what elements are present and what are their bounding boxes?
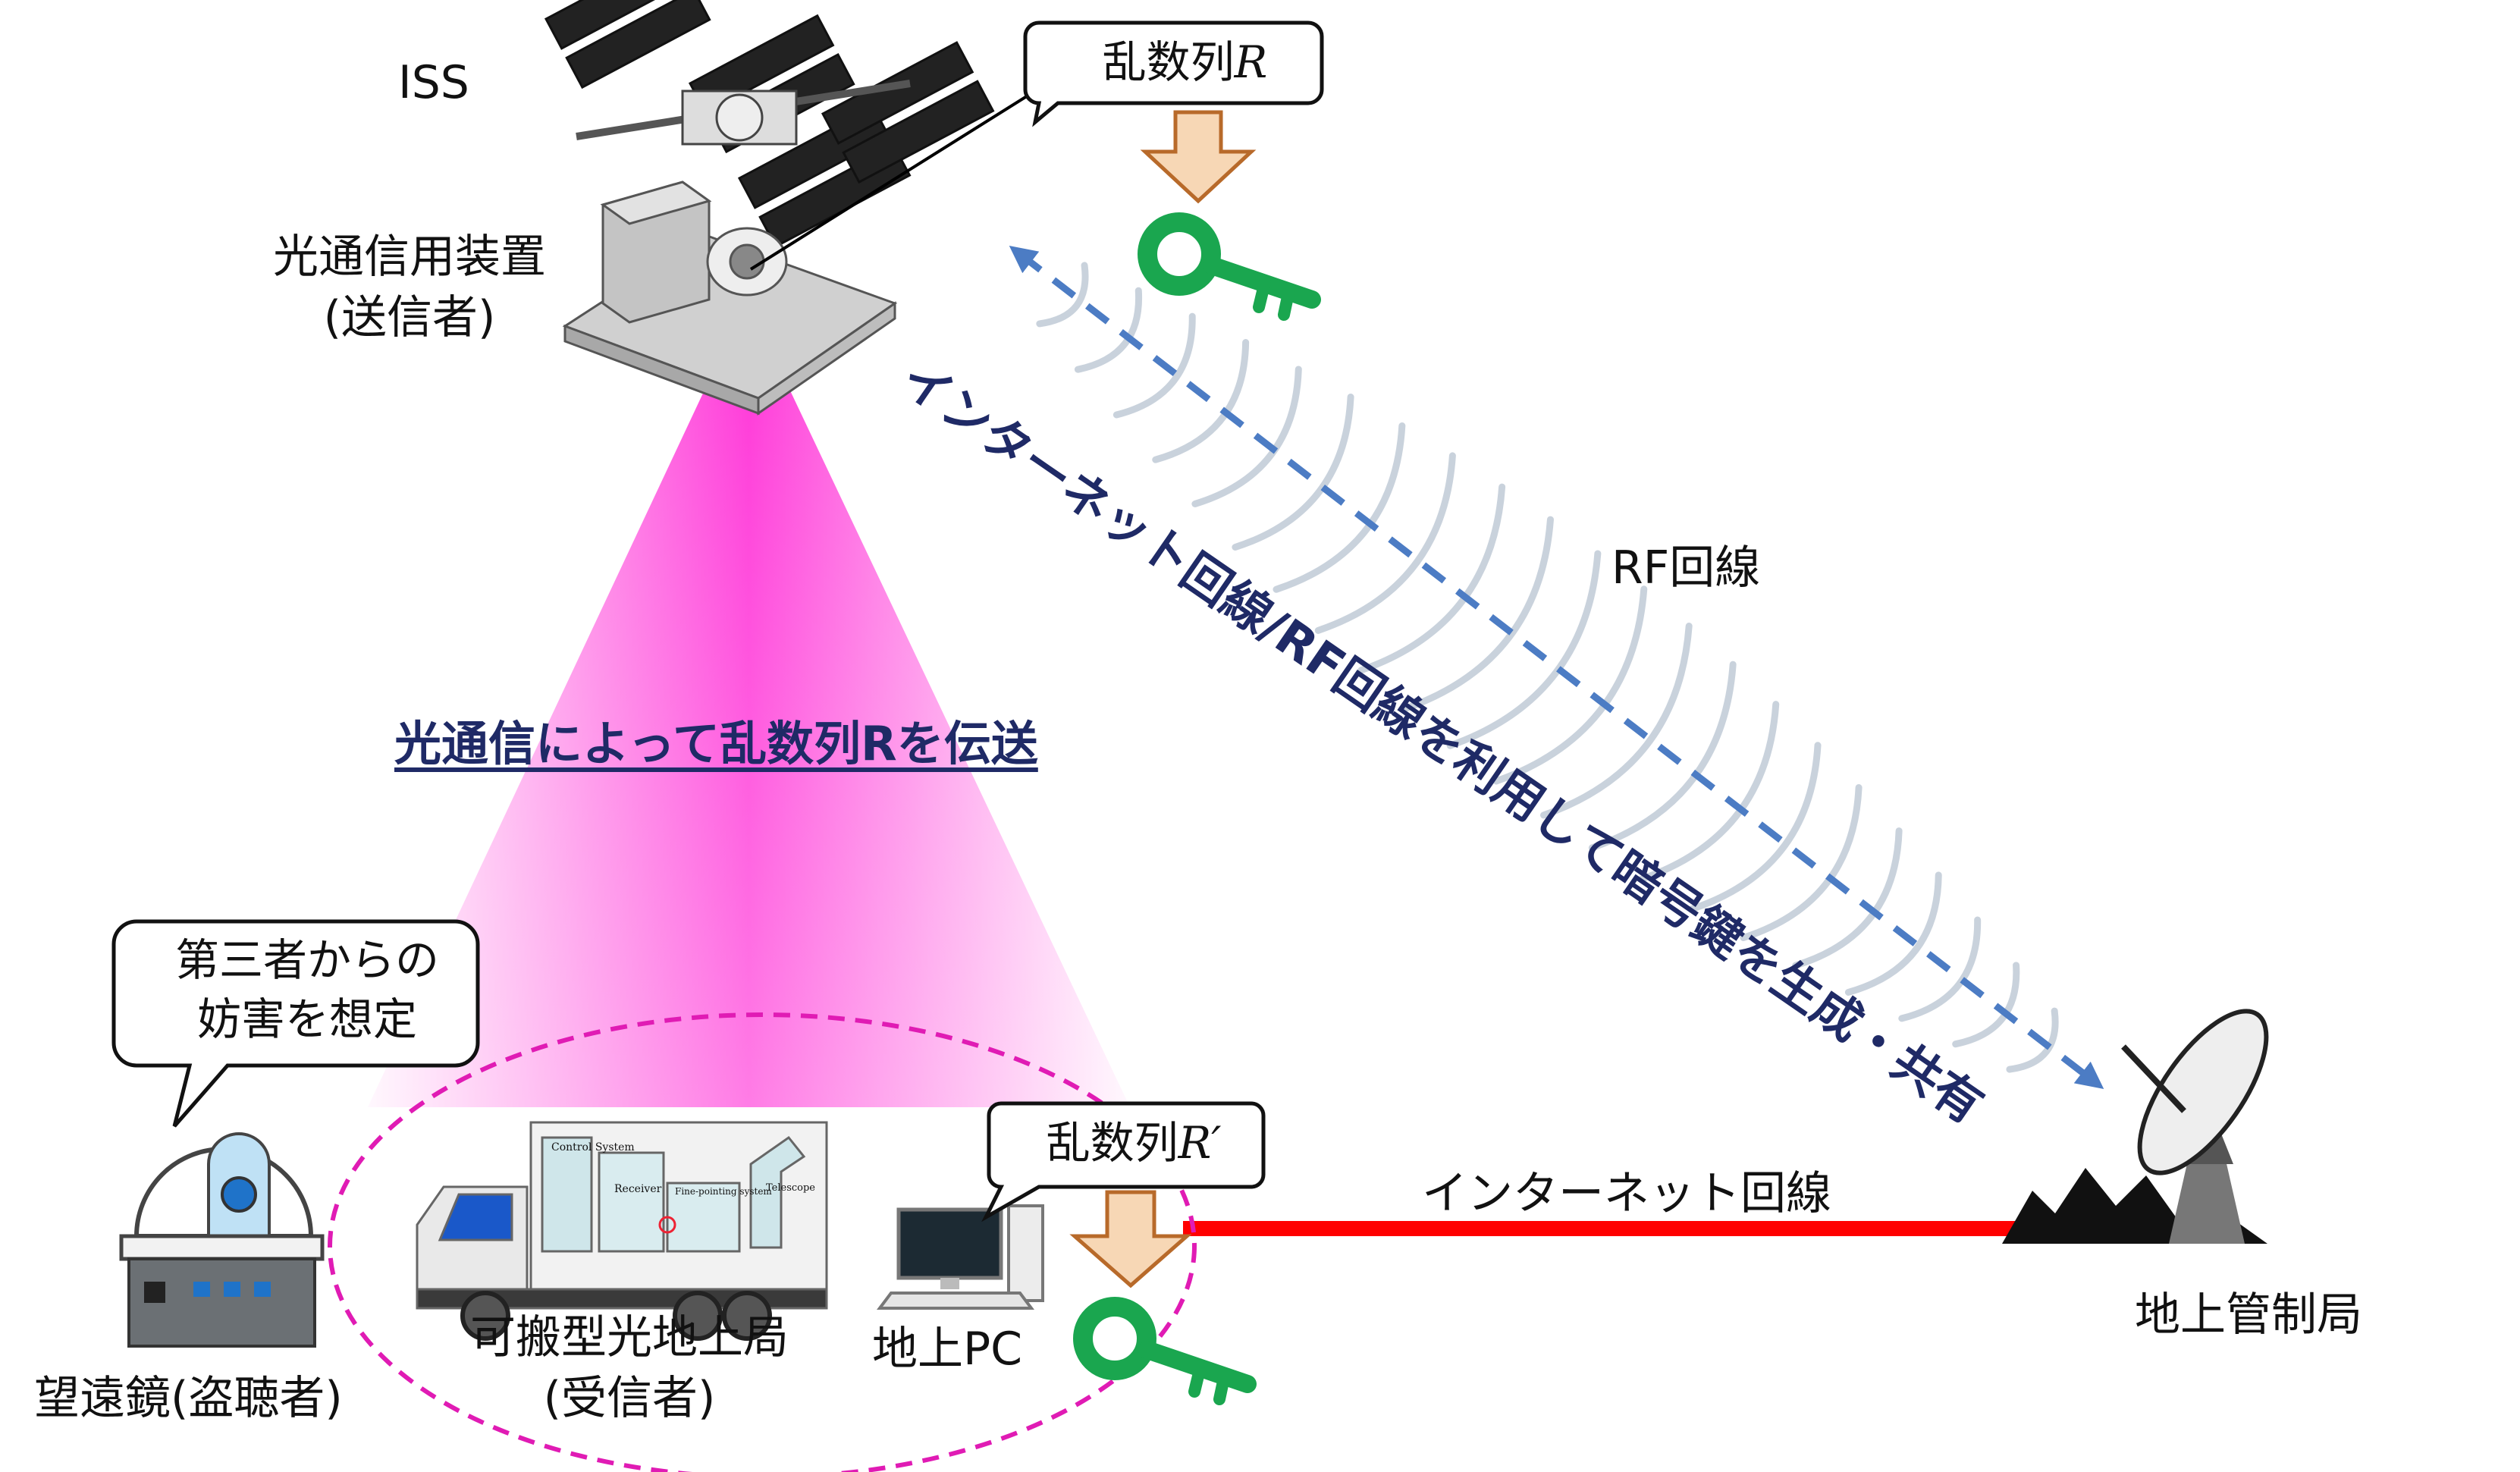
key-icon-top bbox=[1138, 212, 1321, 321]
random-r-text: 乱数列 bbox=[1102, 36, 1235, 88]
third-party-line1: 第三者からの bbox=[174, 934, 439, 986]
ground-control-antenna-icon bbox=[2002, 1009, 2269, 1244]
receiver-area bbox=[328, 1012, 1197, 1472]
truck-control-label: Control System bbox=[551, 1141, 635, 1153]
receiver-label: (受信者) bbox=[543, 1372, 716, 1425]
sender-label: (送信者) bbox=[323, 291, 496, 344]
optical-device-label: 光通信用装置 bbox=[273, 231, 546, 284]
beam-caption: 光通信によって乱数列Rを伝送 bbox=[394, 716, 1038, 771]
down-arrow-top bbox=[1140, 110, 1257, 204]
rf-wave-arc bbox=[1074, 287, 1143, 373]
telescope-label: 望遠鏡(盗聴者) bbox=[34, 1372, 343, 1425]
ground-pc-icon bbox=[877, 1204, 1044, 1310]
rf-wave-arc bbox=[1113, 312, 1196, 419]
telescope-observatory-icon bbox=[119, 1132, 325, 1348]
optical-device-icon bbox=[562, 180, 898, 416]
truck-telescope-label: Telescope bbox=[766, 1182, 815, 1194]
rf-line-label: RF回線 bbox=[1611, 541, 1761, 595]
key-sharing-arrow bbox=[1009, 246, 2104, 1089]
ground-control-label: 地上管制局 bbox=[2135, 1288, 2362, 1342]
random-r-symbol: R bbox=[1234, 36, 1268, 88]
third-party-line2: 妨害を想定 bbox=[196, 993, 417, 1045]
random-r-prime-text: 乱数列 bbox=[1046, 1117, 1178, 1169]
truck-fine-label: Fine-pointing system bbox=[675, 1186, 772, 1197]
rf-wave-arc bbox=[1314, 452, 1456, 634]
portable-station-label: 可搬型光地上局 bbox=[470, 1311, 789, 1364]
rf-wave-arc bbox=[1152, 339, 1250, 463]
iss-station-icon bbox=[544, 0, 995, 249]
down-arrow-bottom bbox=[1069, 1190, 1192, 1288]
callout-random-r bbox=[1023, 20, 1324, 127]
rf-wave-arc bbox=[1844, 871, 1942, 996]
callout-third-party bbox=[111, 919, 480, 1128]
portable-station-truck-icon bbox=[416, 1121, 828, 1341]
callout-random-r-prime bbox=[981, 1101, 1266, 1222]
truck-receiver-label: Receiver bbox=[614, 1183, 662, 1195]
internet-line-label: インターネット回線 bbox=[1422, 1167, 1831, 1220]
rf-wave-arc bbox=[1191, 366, 1302, 507]
key-icon-bottom bbox=[1073, 1297, 1257, 1405]
rf-wave-arc bbox=[1357, 483, 1506, 674]
optical-beam bbox=[368, 300, 1130, 1107]
callout-pointer-line bbox=[749, 89, 1037, 271]
iss-label: ISS bbox=[398, 56, 469, 109]
random-r-prime-label: 乱数列R′ bbox=[1001, 1117, 1266, 1170]
random-r-label: 乱数列R bbox=[1050, 36, 1320, 89]
random-r-prime-symbol: R′ bbox=[1178, 1117, 1222, 1169]
rf-wave-arc bbox=[1898, 916, 1982, 1022]
rf-wave-arc bbox=[1036, 262, 1089, 328]
ground-pc-label: 地上PC bbox=[872, 1323, 1023, 1376]
